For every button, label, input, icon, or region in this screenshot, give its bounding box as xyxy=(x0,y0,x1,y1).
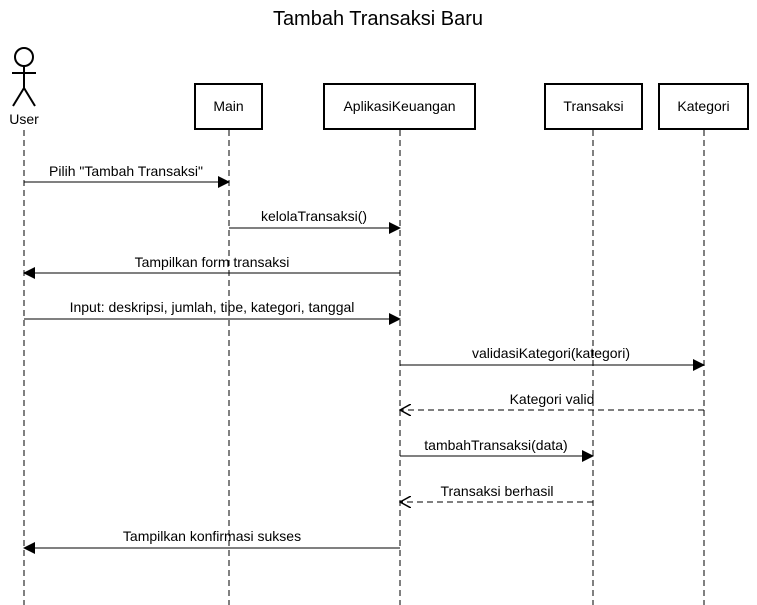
participant-label: Main xyxy=(213,98,243,114)
message-label: Pilih "Tambah Transaksi" xyxy=(49,163,203,179)
message-7: tambahTransaksi(data) xyxy=(400,437,594,462)
message-label: Transaksi berhasil xyxy=(440,483,553,499)
actor-user: User xyxy=(9,47,39,127)
participant-kategori: Kategori xyxy=(658,83,749,130)
message-6: Kategori valid xyxy=(400,391,704,410)
diagram-title: Tambah Transaksi Baru xyxy=(273,8,483,30)
message-3: Tampilkan form transaksi xyxy=(23,254,400,279)
message-label: kelolaTransaksi() xyxy=(261,208,367,224)
participant-main: Main xyxy=(194,83,263,130)
message-label: Tampilkan form transaksi xyxy=(135,254,290,270)
message-9: Tampilkan konfirmasi sukses xyxy=(23,528,400,554)
participant-aplikasi-keuangan: AplikasiKeuangan xyxy=(323,83,476,130)
participant-transaksi: Transaksi xyxy=(544,83,643,130)
message-8: Transaksi berhasil xyxy=(400,483,593,502)
message-5: validasiKategori(kategori) xyxy=(400,345,705,371)
participant-label: AplikasiKeuangan xyxy=(343,98,455,114)
actor-label: User xyxy=(9,111,39,127)
participant-label: Transaksi xyxy=(563,98,623,114)
message-2: kelolaTransaksi() xyxy=(229,208,401,234)
message-4: Input: deskripsi, jumlah, tipe, kategori… xyxy=(24,299,401,325)
message-label: Kategori valid xyxy=(510,391,595,407)
participant-label: Kategori xyxy=(677,98,729,114)
message-1: Pilih "Tambah Transaksi" xyxy=(24,163,230,188)
message-label: Input: deskripsi, jumlah, tipe, kategori… xyxy=(70,299,355,315)
message-label: validasiKategori(kategori) xyxy=(472,345,630,361)
stick-figure-icon xyxy=(12,47,36,107)
message-label: tambahTransaksi(data) xyxy=(424,437,567,453)
message-label: Tampilkan konfirmasi sukses xyxy=(123,528,301,544)
lifelines xyxy=(23,130,705,605)
